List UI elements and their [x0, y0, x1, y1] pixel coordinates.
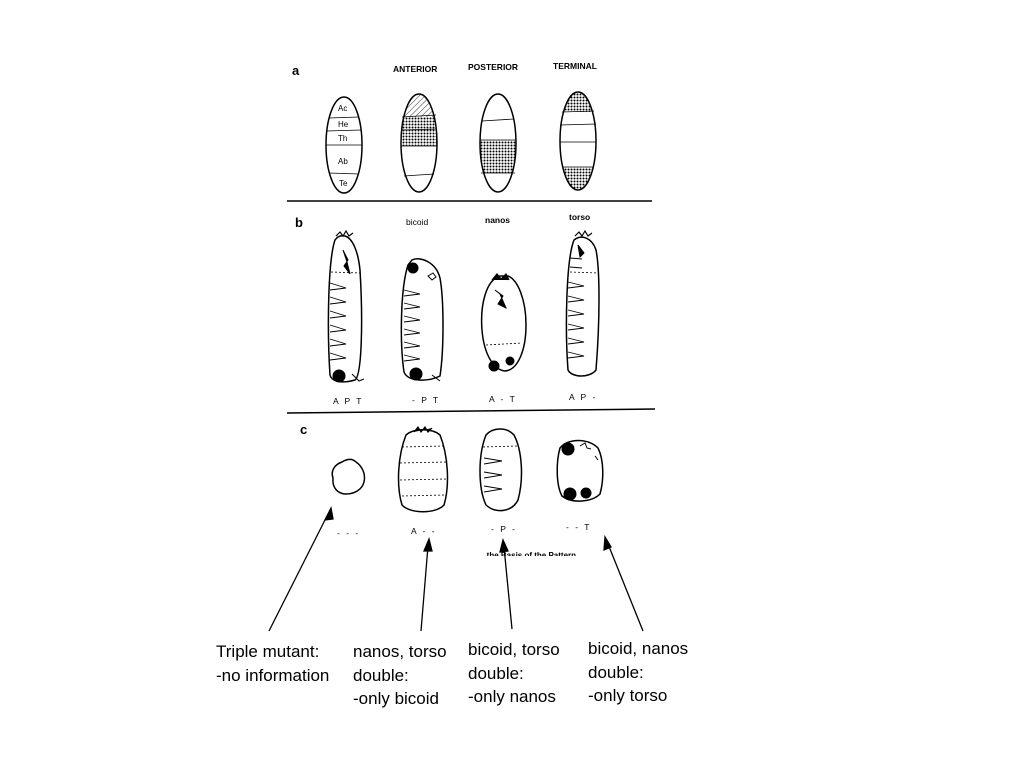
cut-off-caption: ...the Basis of the Pattern — [480, 551, 576, 560]
column-label-anterior: ANTERIOR — [393, 64, 437, 74]
torso-mutant-larva — [565, 229, 600, 377]
bicoid-nanos-double-embryo — [556, 439, 604, 502]
code-wildtype: A P T — [333, 396, 363, 406]
nanos-torso-double-embryo — [397, 425, 449, 513]
wildtype-larva — [327, 229, 365, 383]
code-triple: - - - — [337, 528, 360, 538]
segment-label-he: He — [338, 120, 349, 129]
annotation-line: bicoid, torso — [468, 640, 560, 659]
posterior-system-egg — [479, 93, 517, 193]
mutant-label-torso: torso — [569, 212, 590, 222]
anterior-system-egg — [400, 93, 438, 193]
nanos-mutant-larva — [480, 272, 527, 372]
code-bicoid: - P T — [412, 395, 440, 405]
bicoid-torso-double-embryo — [479, 428, 523, 512]
annotation-line: nanos, torso — [353, 642, 447, 661]
segment-label-ab: Ab — [338, 157, 348, 166]
mutant-label-bicoid: bicoid — [406, 217, 428, 227]
svg-text:...the Basis of the Pattern: ...the Basis of the Pattern — [480, 551, 576, 560]
panel-b-letter: b — [295, 215, 303, 230]
annotation-triple-mutant: Triple mutant: -no information — [216, 640, 329, 687]
panel-c-letter: c — [300, 422, 307, 437]
bicoid-mutant-larva — [400, 258, 444, 382]
arrow-nanos-torso — [420, 536, 433, 632]
code-nanos: A - T — [489, 394, 517, 404]
annotation-line: double: — [353, 665, 409, 685]
mutant-label-nanos: nanos — [485, 215, 510, 225]
annotation-bicoid-torso-double: bicoid, torso double: -only nanos — [468, 638, 560, 709]
arrow-triple-mutant — [268, 505, 334, 632]
triple-mutant-blob — [331, 458, 366, 495]
panel-divider — [286, 408, 656, 414]
fate-map-egg: Ac He Th Ab Te — [325, 96, 363, 194]
code-nanos-torso: A - - — [411, 526, 437, 536]
segment-label-ac: Ac — [338, 104, 347, 113]
annotation-line: -no information — [216, 665, 330, 685]
terminal-system-egg — [559, 91, 597, 191]
code-bicoid-nanos: - - T — [566, 522, 591, 532]
annotation-line: bicoid, nanos — [588, 639, 689, 658]
annotation-line: double: — [588, 662, 644, 682]
annotation-nanos-torso-double: nanos, torso double: -only bicoid — [353, 640, 447, 711]
arrow-bicoid-nanos — [603, 534, 644, 632]
annotation-line: -only nanos — [468, 687, 556, 706]
annotation-bicoid-nanos-double: bicoid, nanos double: -only torso — [588, 637, 688, 708]
annotation-line: Triple mutant: — [216, 642, 320, 661]
panel-a-letter: a — [292, 63, 300, 78]
arrow-bicoid-torso — [499, 538, 513, 630]
column-label-posterior: POSTERIOR — [468, 62, 518, 72]
annotation-line: double: — [468, 663, 524, 683]
column-label-terminal: TERMINAL — [553, 61, 597, 71]
code-bicoid-torso: - P - — [491, 524, 517, 534]
code-torso: A P - — [569, 392, 597, 402]
segment-label-te: Te — [339, 179, 348, 188]
annotation-line: -only torso — [588, 686, 668, 705]
annotation-line: -only bicoid — [353, 689, 439, 708]
segment-label-th: Th — [338, 134, 347, 143]
